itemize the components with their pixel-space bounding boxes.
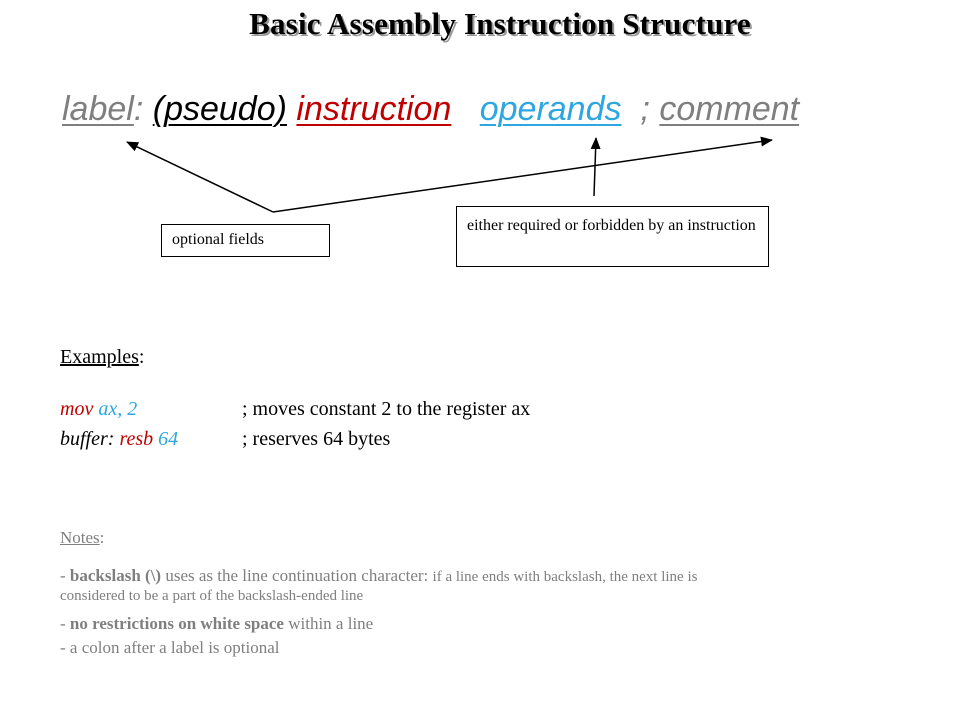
notes-heading-text: Notes (60, 528, 100, 547)
note-whitespace: - no restrictions on white space within … (60, 614, 373, 634)
notes-heading-colon: : (99, 528, 105, 547)
note1-small: if a line ends with backslash, the next … (432, 569, 698, 585)
syntax-colon: : (133, 90, 144, 128)
syntax-semicolon: ; (640, 90, 650, 128)
syntax-instruction: instruction (296, 90, 452, 128)
note-backslash: - backslash (\) uses as the line continu… (60, 566, 697, 586)
optional-fields-callout: optional fields (161, 224, 330, 257)
note1-bold: backslash (\) (69, 566, 162, 585)
syntax-pseudo: (pseudo) (152, 90, 287, 128)
syntax-comment: comment (659, 90, 800, 128)
notes-heading: Notes: (60, 528, 104, 548)
arrow-to-comment (272, 136, 773, 213)
note2-bold: no restrictions on white space (69, 614, 284, 633)
example2-label: buffer: (60, 428, 115, 450)
example-line-1: mov ax, 2 ; moves constant 2 to the regi… (60, 398, 530, 421)
example1-instruction: mov (60, 398, 94, 420)
note1-dash: - (60, 566, 70, 585)
examples-heading-text: Examples (60, 346, 139, 368)
slide-title: Basic Assembly Instruction Structure (249, 6, 751, 41)
example2-operands: 64 (158, 428, 179, 450)
example-line-2: buffer: resb 64 ; reserves 64 bytes (60, 428, 390, 451)
required-forbidden-callout: either required or forbidden by an instr… (456, 206, 769, 267)
note2-dash: - (60, 614, 70, 633)
syntax-operands: operands (479, 90, 622, 128)
arrow-to-operands (590, 137, 601, 197)
note1-text: uses as the line continuation character: (161, 566, 433, 585)
example2-instruction: resb (119, 428, 154, 450)
arrow-to-label (126, 141, 274, 213)
instruction-syntax: label: (pseudo) instruction operands ; c… (62, 90, 799, 129)
note-backslash-continued: considered to be a part of the backslash… (60, 588, 364, 604)
example1-comment: ; moves constant 2 to the register ax (242, 398, 531, 420)
example1-operands: ax, 2 (98, 398, 138, 420)
examples-heading-colon: : (138, 346, 145, 368)
example2-comment: ; reserves 64 bytes (242, 428, 391, 450)
syntax-label: label (62, 90, 134, 128)
examples-heading: Examples: (60, 346, 144, 369)
note2-text: within a line (283, 614, 374, 633)
note-colon: - a colon after a label is optional (60, 638, 280, 657)
